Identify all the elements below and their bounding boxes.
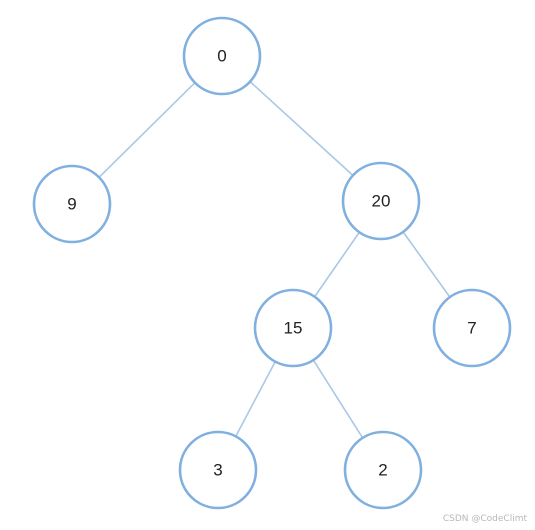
tree-node-20: 20 [341, 161, 421, 241]
edge-n20-n7 [402, 231, 451, 298]
edge-n0-n9 [98, 82, 196, 178]
tree-node-7: 7 [432, 288, 512, 368]
node-label: 7 [467, 319, 476, 338]
node-circle [253, 288, 333, 368]
node-circle [343, 430, 423, 510]
node-circle [341, 161, 421, 241]
edge-n15-n2 [312, 359, 364, 439]
tree-nodes: 0 9 20 15 7 3 2 [32, 16, 512, 510]
node-label: 15 [284, 319, 303, 338]
edge-n15-n3 [235, 361, 276, 437]
tree-node-9: 9 [32, 164, 112, 244]
node-label: 20 [372, 192, 391, 211]
node-circle [182, 16, 262, 96]
watermark: CSDN @CodeClimt [442, 514, 527, 524]
tree-node-3: 3 [178, 430, 258, 510]
node-circle [32, 164, 112, 244]
node-circle [432, 288, 512, 368]
edge-n0-n20 [249, 81, 354, 176]
node-label: 0 [217, 47, 226, 66]
edge-n20-n15 [313, 231, 361, 298]
tree-edges [98, 81, 451, 439]
tree-node-15: 15 [253, 288, 333, 368]
node-label: 9 [67, 195, 76, 214]
tree-node-2: 2 [343, 430, 423, 510]
node-circle [178, 430, 258, 510]
node-label: 3 [213, 461, 222, 480]
node-label: 2 [378, 461, 387, 480]
tree-node-0: 0 [182, 16, 262, 96]
